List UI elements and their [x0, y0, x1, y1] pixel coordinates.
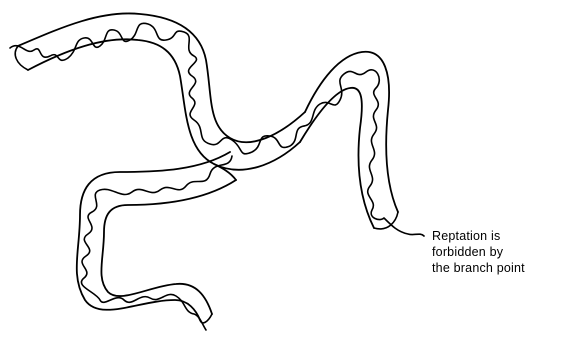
polymer-chain-arm-right — [304, 70, 424, 236]
caption: Reptation is forbidden by the branch poi… — [432, 228, 580, 276]
caption-line-2: forbidden by — [432, 244, 580, 260]
polymer-chain-arm-upper-left — [10, 23, 304, 154]
caption-line-3: the branch point — [432, 260, 580, 276]
tube-wall-outer — [305, 52, 398, 212]
tube-arm-lower — [77, 152, 236, 320]
tube-arm-right — [300, 52, 398, 228]
tube-wall-inner — [28, 39, 300, 169]
tube-wall-inner — [300, 88, 374, 228]
tube-wall-outer — [77, 152, 230, 320]
branch-point-junction — [214, 164, 236, 180]
caption-line-1: Reptation is — [432, 228, 580, 244]
tube-arm-upper-left — [18, 13, 305, 169]
tube-wall-outer — [18, 13, 305, 142]
